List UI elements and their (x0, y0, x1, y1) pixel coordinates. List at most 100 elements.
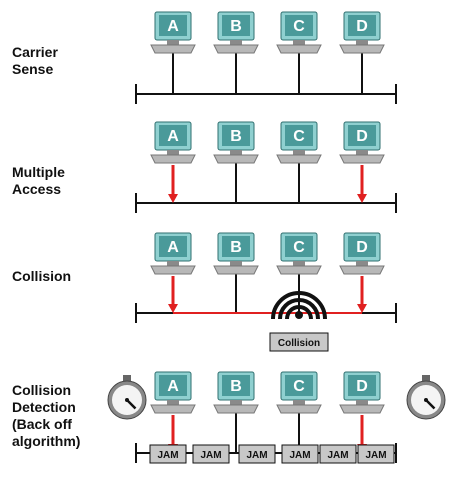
label-collision-detection: Collision Detection (Back off algorithm) (12, 382, 81, 449)
jam-box (281, 444, 319, 464)
monitor-screen (159, 375, 187, 396)
monitor-neck (293, 261, 305, 266)
jam-box (238, 444, 276, 464)
computer-b-icon: B (213, 232, 259, 275)
stopwatch-crown (422, 375, 430, 381)
monitor-neck (356, 150, 368, 155)
monitor-neck (167, 400, 179, 405)
monitor-neck (230, 150, 242, 155)
jam-box (192, 444, 230, 464)
stopwatch-pin (424, 398, 428, 402)
monitor-screen (285, 125, 313, 146)
computer-a-icon: A (150, 232, 196, 275)
computer-base (150, 265, 196, 275)
computer-label: C (293, 239, 305, 256)
jam-label: JAM (327, 450, 348, 461)
computer-d-icon: D (339, 121, 385, 164)
label-collision: Collision (12, 268, 72, 284)
monitor-neck (356, 261, 368, 266)
jam-label: JAM (365, 450, 386, 461)
computer-label: B (230, 378, 242, 395)
computer-label: B (230, 239, 242, 256)
computer-a-icon: A (150, 11, 196, 54)
collision-box-label: Collision (278, 338, 320, 349)
monitor-screen (285, 15, 313, 36)
computer-label: C (293, 128, 305, 145)
jam-box (149, 444, 187, 464)
computer-base (213, 154, 259, 164)
burst-ring (271, 291, 327, 320)
monitor-neck (230, 400, 242, 405)
computer-a-icon: A (150, 371, 196, 414)
monitor-neck (230, 40, 242, 45)
computer-base (150, 44, 196, 54)
computer-base (213, 265, 259, 275)
burst-ring (278, 298, 320, 320)
computer-base (276, 404, 322, 414)
stopwatch-pin (125, 398, 129, 402)
jam-label: JAM (246, 450, 267, 461)
jam-box (357, 444, 395, 464)
jam-label: JAM (200, 450, 221, 461)
transmit-arrow-d-head (357, 194, 367, 203)
computer-label: D (356, 239, 368, 256)
label-carrier-sense: Carrier Sense (12, 44, 58, 77)
collision-box (269, 332, 329, 352)
computer-base (339, 404, 385, 414)
monitor-screen (285, 375, 313, 396)
transmit-arrow-a-head (168, 194, 178, 203)
monitor-neck (356, 400, 368, 405)
stopwatch-hand (425, 399, 436, 410)
monitor-screen (348, 375, 376, 396)
computer-c-icon: C (276, 11, 322, 54)
label-multiple-access: Multiple Access (12, 164, 65, 197)
computer-base (150, 154, 196, 164)
computer-label: B (230, 128, 242, 145)
computer-base (150, 404, 196, 414)
jam-label: JAM (157, 450, 178, 461)
computer-a-icon: A (150, 121, 196, 164)
computer-base (339, 265, 385, 275)
jam-box (319, 444, 357, 464)
computer-label: C (293, 378, 305, 395)
monitor-screen (348, 15, 376, 36)
computer-label: A (167, 239, 179, 256)
monitor-screen (285, 236, 313, 257)
monitor-screen (222, 236, 250, 257)
computer-b-icon: B (213, 11, 259, 54)
monitor-screen (159, 15, 187, 36)
monitor-screen (159, 236, 187, 257)
computer-c-icon: C (276, 371, 322, 414)
transmit-arrow-a-head (168, 304, 178, 313)
monitor-neck (167, 150, 179, 155)
monitor-neck (293, 40, 305, 45)
computer-base (276, 44, 322, 54)
collision-burst-icon (271, 291, 327, 320)
stopwatch-right-icon (406, 375, 446, 420)
burst-ring (285, 305, 313, 320)
monitor-screen (348, 125, 376, 146)
monitor-screen (348, 236, 376, 257)
monitor-screen (159, 125, 187, 146)
computer-base (276, 154, 322, 164)
transmit-arrow-d-head (357, 304, 367, 313)
computer-base (276, 265, 322, 275)
monitor-neck (293, 400, 305, 405)
burst-center (295, 311, 303, 319)
stopwatch-hand (126, 399, 137, 410)
computer-base (213, 44, 259, 54)
jam-label: JAM (289, 450, 310, 461)
monitor-neck (167, 40, 179, 45)
computer-base (339, 154, 385, 164)
computer-d-icon: D (339, 232, 385, 275)
monitor-screen (222, 375, 250, 396)
computer-base (213, 404, 259, 414)
monitor-neck (230, 261, 242, 266)
stopwatch-left-icon (107, 375, 147, 420)
computer-b-icon: B (213, 371, 259, 414)
monitor-neck (356, 40, 368, 45)
monitor-neck (293, 150, 305, 155)
computer-label: A (167, 128, 179, 145)
computer-b-icon: B (213, 121, 259, 164)
